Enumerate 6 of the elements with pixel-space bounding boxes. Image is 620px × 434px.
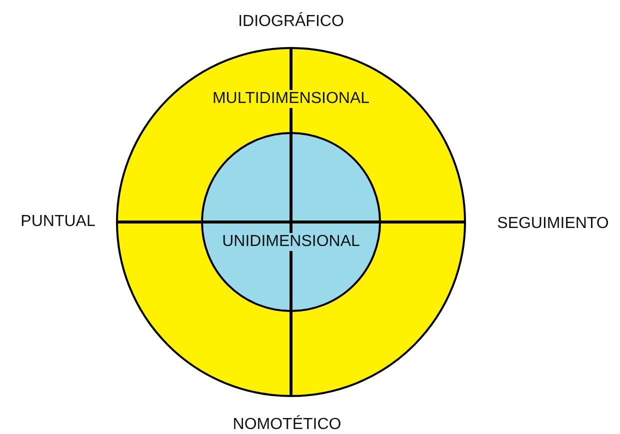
pole-label: SEGUIMIENTO [497, 215, 609, 233]
pole-label: PUNTUAL [20, 213, 96, 231]
ring-label: UNIDIMENSIONAL [221, 233, 361, 251]
ring-label: MULTIDIMENSIONAL [211, 90, 371, 108]
pole-label: IDIOGRÁFICO [238, 13, 344, 31]
pole-label: NOMOTÉTICO [232, 416, 342, 434]
